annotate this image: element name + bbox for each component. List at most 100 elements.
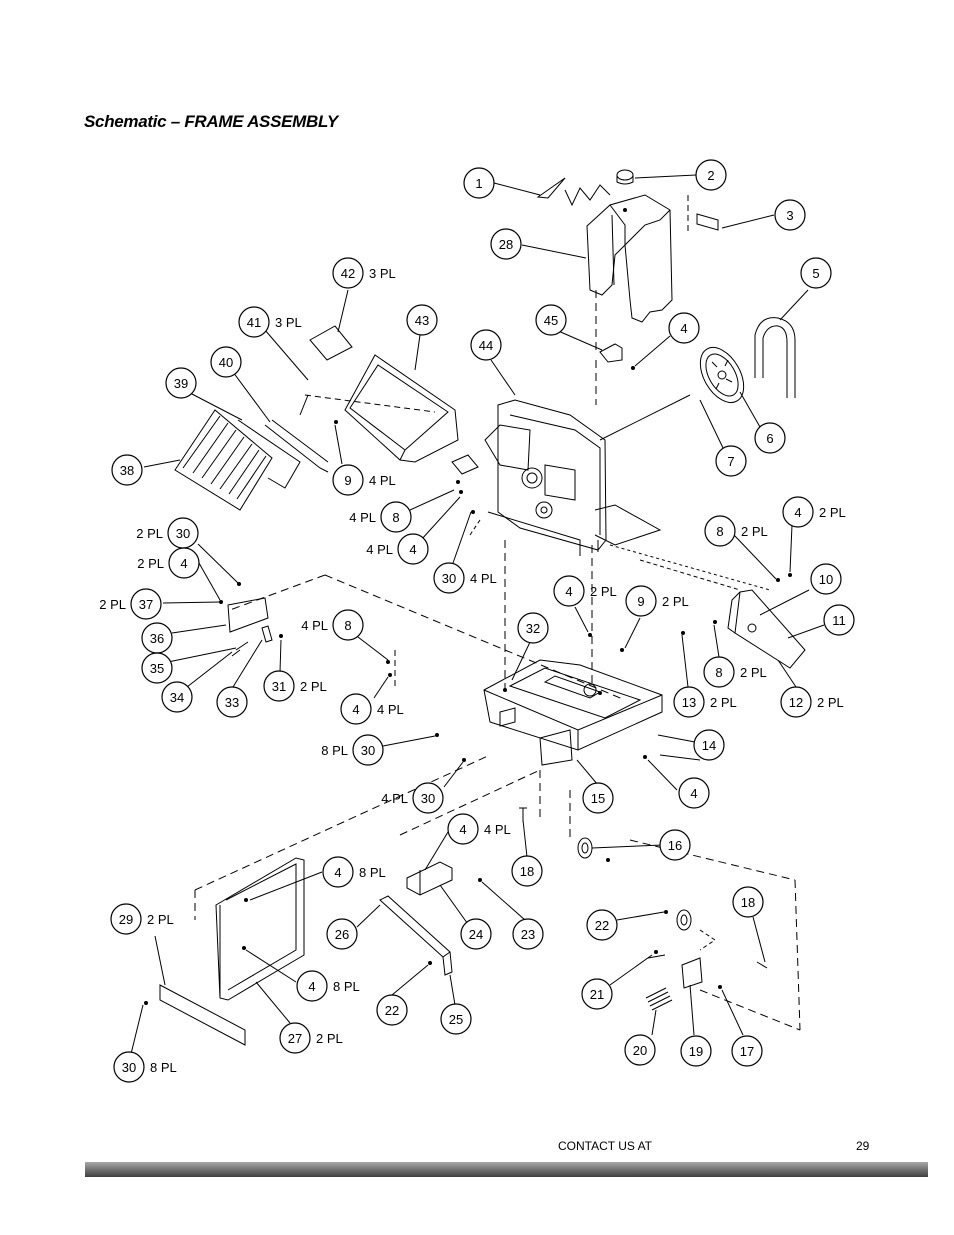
callout-balloon bbox=[680, 1035, 712, 1067]
callout-2: 2 bbox=[695, 159, 727, 191]
callout-balloon bbox=[512, 918, 544, 950]
callout-5: 5 bbox=[800, 257, 832, 289]
callout-number: 4 bbox=[690, 786, 697, 801]
callout-quantity: 2 PL bbox=[137, 556, 164, 571]
callout-balloon bbox=[216, 686, 248, 718]
callout-number: 33 bbox=[225, 695, 239, 710]
callout-number: 20 bbox=[633, 1043, 647, 1058]
callout-number: 3 bbox=[786, 208, 793, 223]
callout-number: 6 bbox=[766, 431, 773, 446]
callout-balloon bbox=[715, 445, 747, 477]
callout-11: 11 bbox=[823, 604, 855, 636]
callout-balloon bbox=[732, 886, 764, 918]
callout-43: 43 bbox=[406, 304, 438, 336]
callout-balloon bbox=[340, 693, 372, 725]
callout-30: 308 PL bbox=[321, 734, 384, 766]
callout-number: 4 bbox=[459, 822, 466, 837]
callout-number: 30 bbox=[421, 791, 435, 806]
callout-quantity: 2 PL bbox=[300, 679, 327, 694]
callout-balloon bbox=[774, 199, 806, 231]
callout-1: 1 bbox=[463, 167, 495, 199]
callout-28: 28 bbox=[490, 228, 522, 260]
callout-number: 29 bbox=[119, 912, 133, 927]
callout-number: 28 bbox=[499, 237, 513, 252]
callout-18: 18 bbox=[511, 855, 543, 887]
callout-number: 5 bbox=[812, 266, 819, 281]
callout-balloon bbox=[397, 533, 429, 565]
callout-balloon bbox=[704, 515, 736, 547]
callout-4: 44 PL bbox=[366, 533, 429, 565]
callout-number: 34 bbox=[170, 690, 184, 705]
callout-balloon bbox=[586, 909, 618, 941]
callout-number: 16 bbox=[668, 838, 682, 853]
callout-number: 17 bbox=[740, 1044, 754, 1059]
callout-number: 15 bbox=[591, 791, 605, 806]
callout-number: 13 bbox=[682, 695, 696, 710]
callout-number: 22 bbox=[385, 1003, 399, 1018]
callout-number: 43 bbox=[415, 313, 429, 328]
callout-number: 4 bbox=[308, 979, 315, 994]
callout-balloon bbox=[210, 346, 242, 378]
callout-10: 10 bbox=[810, 563, 842, 595]
callout-balloon bbox=[279, 1022, 311, 1054]
callout-39: 39 bbox=[165, 367, 197, 399]
callout-15: 15 bbox=[582, 782, 614, 814]
callout-13: 13 2 PL bbox=[673, 686, 737, 718]
callout-number: 9 bbox=[637, 594, 644, 609]
callout-balloon bbox=[168, 547, 200, 579]
callout-balloon bbox=[754, 422, 786, 454]
callout-38: 38 bbox=[111, 454, 143, 486]
callout-35: 35 bbox=[141, 652, 173, 684]
callout-balloon bbox=[111, 454, 143, 486]
callout-balloon bbox=[376, 994, 408, 1026]
callout-balloon bbox=[110, 903, 142, 935]
callout-quantity: 4 PL bbox=[381, 791, 408, 806]
callout-balloon bbox=[800, 257, 832, 289]
callout-balloon bbox=[624, 1034, 656, 1066]
callout-number: 4 bbox=[180, 556, 187, 571]
callout-quantity: 3 PL bbox=[369, 266, 396, 281]
callout-quantity: 4 PL bbox=[366, 542, 393, 557]
callout-quantity: 2 PL bbox=[710, 695, 737, 710]
callout-number: 22 bbox=[595, 918, 609, 933]
callout-balloon bbox=[823, 604, 855, 636]
callout-balloon bbox=[582, 782, 614, 814]
callout-number: 4 bbox=[680, 321, 687, 336]
callout-number: 11 bbox=[832, 613, 846, 628]
callout-balloon bbox=[406, 304, 438, 336]
callout-balloon bbox=[695, 159, 727, 191]
callout-number: 8 bbox=[716, 524, 723, 539]
callout-number: 32 bbox=[526, 621, 540, 636]
callout-quantity: 2 PL bbox=[316, 1031, 343, 1046]
page-title: Schematic – FRAME ASSEMBLY bbox=[84, 112, 338, 131]
callout-quantity: 3 PL bbox=[275, 315, 302, 330]
callout-balloon bbox=[659, 829, 691, 861]
callout-balloon bbox=[440, 1003, 472, 1035]
callout-number: 35 bbox=[150, 661, 164, 676]
callout-40: 40 bbox=[210, 346, 242, 378]
callout-balloon bbox=[668, 312, 700, 344]
callout-number: 31 bbox=[272, 679, 286, 694]
callout-4: 4 bbox=[678, 777, 710, 809]
callout-balloon bbox=[332, 257, 364, 289]
callout-32: 32 bbox=[517, 612, 549, 644]
callout-number: 30 bbox=[361, 743, 375, 758]
callout-number: 26 bbox=[335, 927, 349, 942]
footer-contact: CONTACT US AT bbox=[558, 1139, 653, 1153]
callout-16: 16 bbox=[659, 829, 691, 861]
callout-balloon bbox=[113, 1051, 145, 1083]
callout-number: 30 bbox=[176, 526, 190, 541]
callout-number: 8 bbox=[344, 618, 351, 633]
callout-14: 14 bbox=[693, 729, 725, 761]
